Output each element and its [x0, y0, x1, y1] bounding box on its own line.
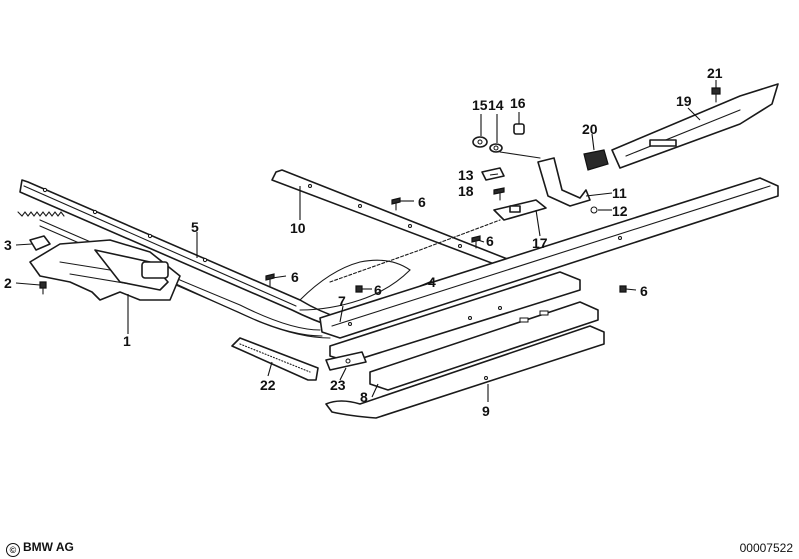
- leader-lines: [15, 80, 717, 402]
- callout-23: 23: [330, 377, 346, 393]
- nut-part-15: [472, 136, 488, 148]
- callout-5: 5: [191, 219, 199, 235]
- callout-3: 3: [4, 237, 12, 253]
- callout-16: 16: [510, 95, 526, 111]
- callout-6a: 6: [418, 194, 426, 210]
- callout-6e: 6: [640, 283, 648, 299]
- cover-rail-part-19: [611, 83, 779, 169]
- callout-19: 19: [676, 93, 692, 109]
- hose-part-22: [231, 337, 319, 381]
- guide-rail-left: [19, 179, 341, 329]
- lever-assembly: [499, 151, 598, 214]
- brand-name: BMW AG: [23, 540, 74, 554]
- drive-housing: [29, 239, 181, 301]
- callout-21: 21: [707, 65, 723, 81]
- screw-part-6-a: [391, 197, 401, 211]
- guide-rail-right: [319, 177, 779, 339]
- wire-loop: [299, 259, 411, 311]
- screw-part-6-d: [355, 285, 363, 293]
- callout-4: 4: [428, 274, 436, 290]
- bracket-part-17: [493, 199, 547, 221]
- callout-labels: 1 2 3 4 5 6 6 6 6 6 7 8 9 10 11 12 13 14…: [4, 65, 723, 419]
- screw-part-2: [39, 281, 47, 295]
- slide-rail-middle: [329, 271, 581, 363]
- pad-part-20: [583, 149, 609, 171]
- callout-7: 7: [338, 293, 346, 309]
- brand-copyright: ©BMW AG: [6, 540, 74, 557]
- callout-13: 13: [458, 167, 474, 183]
- callout-12: 12: [612, 203, 628, 219]
- callout-9: 9: [482, 403, 490, 419]
- callout-17: 17: [532, 235, 548, 251]
- callout-20: 20: [582, 121, 598, 137]
- cable: [329, 219, 501, 283]
- screw-part-6-e: [619, 285, 627, 293]
- bolt-part-16: [513, 123, 525, 135]
- document-number: 00007522: [739, 541, 793, 555]
- plate-part-13: [481, 167, 505, 181]
- callout-11: 11: [612, 185, 627, 201]
- copyright-mark: ©: [6, 543, 20, 557]
- screw-part-21: [711, 87, 721, 103]
- callout-18: 18: [458, 183, 474, 199]
- callout-14: 14: [488, 97, 504, 113]
- callout-22: 22: [260, 377, 276, 393]
- screw-part-18: [493, 187, 505, 201]
- slide-rail-bottom: [325, 325, 605, 419]
- screw-part-6-c: [265, 273, 275, 287]
- slide-rail-lower: [369, 301, 599, 391]
- callout-6d: 6: [374, 282, 382, 298]
- callout-15: 15: [472, 97, 488, 113]
- clip-part-3: [29, 235, 51, 251]
- callout-8: 8: [360, 389, 368, 405]
- callout-2: 2: [4, 275, 12, 291]
- callout-6c: 6: [291, 269, 299, 285]
- callout-6b: 6: [486, 233, 494, 249]
- washer-part-14: [489, 143, 503, 153]
- callout-1: 1: [123, 333, 131, 349]
- callout-10: 10: [290, 220, 306, 236]
- plate-part-23: [325, 351, 367, 371]
- coil-spring: [17, 211, 65, 217]
